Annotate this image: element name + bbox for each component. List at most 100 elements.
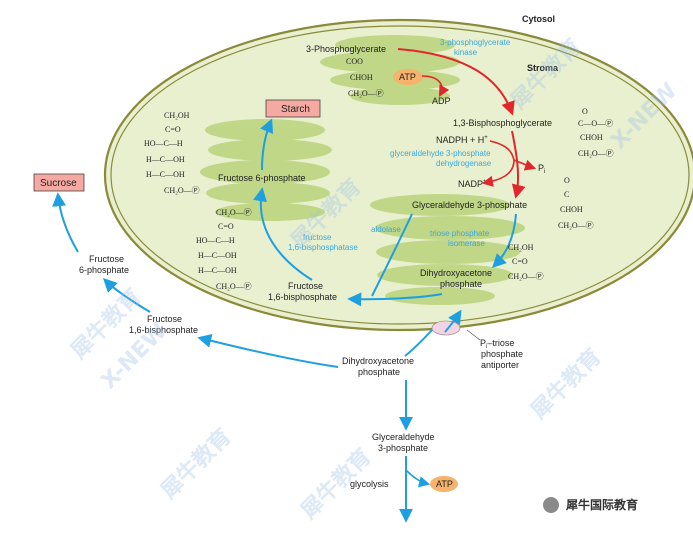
f6p-struct-line-1: C=O (165, 125, 181, 134)
dhap-in-label-1: Dihydroxyacetone (420, 268, 492, 278)
f6p-struct-line-2: HO—C—H (144, 139, 183, 148)
bpg13-label: 1,3-Bisphosphoglycerate (453, 118, 552, 128)
stroma-label: Stroma (527, 63, 559, 73)
glycolysis-label: glycolysis (350, 479, 389, 489)
dhap-struct-line-1: C=O (512, 257, 528, 266)
f6p-structure: CH₂OH C=O HO—C—H H—C—OH H—C—OH CH₂O—Ⓟ (144, 111, 200, 195)
tpi-label-2: isomerase (448, 239, 485, 248)
gap-out-label-1: Glyceraldehyde (372, 432, 435, 442)
fbp-out-label-2: 1,6-bisphosphate (129, 325, 198, 335)
dhap-structure: CH₂OH C=O CH₂O—Ⓟ (508, 243, 544, 281)
fbp-struct-line-5: CH₂O—Ⓟ (216, 282, 252, 291)
pga-struct-line-0: COO (346, 57, 363, 66)
f6p-struct-line-5: CH₂O—Ⓟ (164, 186, 200, 195)
dhap-out-label-2: phosphate (358, 367, 400, 377)
tpi-label-1: triose phosphate (430, 229, 490, 238)
pgk-label-1: 3-phosphoglycerate (440, 38, 511, 47)
gap-struct-line-3: CH₂O—Ⓟ (558, 221, 594, 230)
blue-arrow-fbp-to-f6p (253, 187, 313, 281)
red-arrow-atp-to-adp (421, 75, 450, 97)
fbp-structure: CH₂O—Ⓟ C=O HO—C—H H—C—OH H—C—OH CH₂O—Ⓟ (196, 208, 252, 291)
fbp-struct-line-1: C=O (218, 222, 234, 231)
f6p-struct-line-4: H—C—OH (146, 170, 185, 179)
gapdh-label-2: dehydrogenase (436, 159, 492, 168)
blue-arrow-gap-to-fbp (371, 213, 413, 297)
dhap-in-label-2: phosphate (440, 279, 482, 289)
pgk-label-2: kinase (454, 48, 478, 57)
gap-out-label-2: 3-phosphate (378, 443, 428, 453)
gap-struct-line-0: O (564, 176, 570, 185)
dhap-out-label-1: Dihydroxyacetone (342, 356, 414, 366)
starch-box (265, 99, 321, 118)
f6p-in-label: Fructose 6-phosphate (218, 173, 306, 183)
f6p-out-label-1: Fructose (89, 254, 124, 264)
sucrose-box (33, 173, 85, 192)
atp-out-label: ATP (436, 479, 453, 489)
thylakoid-stack-top (320, 35, 460, 105)
red-arrow-nadph (489, 140, 515, 161)
nadp-label: NADP+ (458, 179, 487, 189)
atp-badge (393, 69, 423, 85)
dhap-struct-line-0: CH₂OH (508, 243, 534, 252)
fbpase-label-2: 1,6-bisphosphatase (288, 243, 358, 252)
sucrose-label: Sucrose (40, 178, 77, 189)
blue-arrow-dhap-to-fbp (347, 292, 443, 307)
blue-arrow-f6p-to-sucrose (52, 192, 79, 253)
brand-label: 犀牛国际教育 (566, 497, 638, 512)
pga-structure: COO CHOH CH₂O—Ⓟ (346, 57, 384, 98)
antiporter-label-2: phosphate (481, 349, 523, 359)
fbp-in-label-2: 1,6-bisphosphate (268, 292, 337, 302)
red-arrow-nadp (481, 159, 515, 187)
gap-structure: O C CHOH CH₂O—Ⓟ (558, 176, 594, 230)
blue-arrow-fbp-to-f6p-out (103, 278, 151, 313)
fbp-out-label-1: Fructose (147, 314, 182, 324)
f6p-struct-line-3: H—C—OH (146, 155, 185, 164)
cytosol-label: Cytosol (522, 14, 555, 24)
aldolase-label: aldolase (371, 225, 401, 234)
brand-logo-icon (543, 497, 559, 513)
fbpase-label-1: fructose (303, 233, 332, 242)
blue-arrow-dhap-out-to-fbp (197, 333, 339, 368)
chloroplast-outer-membrane (103, 18, 693, 332)
red-arrow-pi (513, 159, 537, 171)
antiporter-channel (431, 320, 461, 336)
red-arrow-bpg-to-gap (511, 130, 526, 199)
atp-label: ATP (399, 72, 416, 82)
thylakoid-stack-right (370, 194, 525, 305)
atp-out-badge (430, 476, 458, 492)
watermark-5: 犀牛教育 (156, 424, 237, 505)
bpg-struct-line-0: O (582, 107, 588, 116)
gapdh-label-1: glyceraldehyde 3-phosphate (390, 149, 491, 158)
watermark-4: 犀牛教育 (526, 344, 607, 425)
blue-arrow-to-atp (405, 469, 431, 488)
thylakoid-stack-left (200, 119, 332, 221)
nadph-label: NADPH + H+ (436, 135, 488, 145)
bpg-struct-line-2: CHOH (580, 133, 603, 142)
blue-arrow-pi-import (444, 309, 462, 333)
starch-label: Starch (281, 104, 310, 115)
chloroplast-inner-membrane (110, 25, 690, 325)
bpg-struct-line-3: CH₂O—Ⓟ (578, 149, 614, 158)
fbp-struct-line-0: CH₂O—Ⓟ (216, 208, 252, 217)
antiporter-label-1: Pi–triose (480, 338, 514, 350)
gap-struct-line-2: CHOH (560, 205, 583, 214)
fbp-struct-line-3: H—C—OH (198, 251, 237, 260)
pga-struct-line-2: CH₂O—Ⓟ (348, 89, 384, 98)
f6p-out-label-2: 6-phosphate (79, 265, 129, 275)
blue-arrow-f6p-to-starch (260, 118, 274, 171)
fbp-struct-line-2: HO—C—H (196, 236, 235, 245)
bpg-structure: O C—O—Ⓟ CHOH CH₂O—Ⓟ (578, 107, 614, 158)
blue-arrow-dhap-export (404, 329, 433, 357)
gap-struct-line-1: C (564, 190, 569, 199)
antiporter-label-3: antiporter (481, 360, 519, 370)
dhap-struct-line-2: CH₂O—Ⓟ (508, 272, 544, 281)
fbp-in-label-1: Fructose (288, 281, 323, 291)
gap-label: Glyceraldehyde 3-phosphate (412, 200, 527, 210)
bpg-struct-line-1: C—O—Ⓟ (578, 119, 613, 128)
brand-badge: 犀牛国际教育 (543, 497, 638, 513)
f6p-struct-line-0: CH₂OH (164, 111, 190, 120)
pga-struct-line-1: CHOH (350, 73, 373, 82)
adp-label: ADP (432, 96, 451, 106)
